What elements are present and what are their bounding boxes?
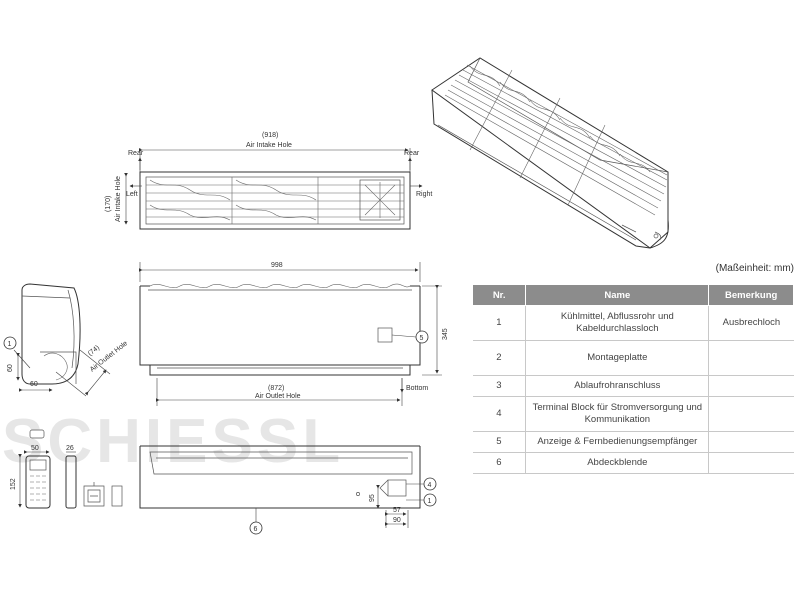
top-depth-label: Air Intake Hole [115, 176, 122, 222]
side-view: 1 60 60 (74) Air Outlet Hole [3, 283, 129, 397]
unit-note: (Maßeinheit: mm) [715, 263, 794, 274]
top-rear-left: Rear [128, 150, 144, 157]
top-left: Left [126, 191, 138, 198]
top-rear-right: Rear [404, 150, 420, 157]
row-remark [708, 452, 794, 474]
front-bottom-label: Bottom [406, 385, 428, 392]
side-width-dim: 60 [30, 381, 38, 388]
remote-depth-dim: 26 [66, 445, 74, 452]
table-row: 3 Ablaufrohranschluss [472, 375, 794, 397]
bottom-dim-b: 57 [393, 507, 401, 514]
top-width-label: Air Intake Hole [246, 142, 292, 149]
row-nr: 6 [472, 452, 526, 474]
front-outlet-label: Air Outlet Hole [255, 393, 301, 400]
front-height-dim: 345 [442, 328, 449, 340]
side-callout-1: 1 [8, 341, 12, 348]
bottom-dim-a: 95 [369, 494, 376, 502]
table-header-row: Nr. Name Bemerkung [471, 284, 794, 306]
bottom-dim-c: 90 [393, 517, 401, 524]
row-name: Kühlmittel, Abflussrohr und Kabeldurchla… [525, 305, 710, 341]
table-row: 2 Montageplatte [472, 340, 794, 376]
row-nr: 1 [472, 305, 526, 341]
row-nr: 2 [472, 340, 526, 376]
row-name: Ablaufrohranschluss [525, 375, 710, 397]
row-remark: Ausbrechloch [708, 305, 794, 341]
row-remark [708, 431, 794, 453]
bottom-callout-1: 1 [428, 498, 432, 505]
row-name: Abdeckblende [525, 452, 710, 474]
watermark: SCHIESSL [2, 407, 344, 476]
row-name: Anzeige & Fernbedienungsempfänger [525, 431, 710, 453]
header-nr: Nr. [471, 284, 527, 306]
row-nr: 4 [472, 396, 526, 432]
header-remark: Bemerkung [708, 284, 794, 306]
row-nr: 5 [472, 431, 526, 453]
parts-table: Nr. Name Bemerkung 1 Kühlmittel, Abfluss… [471, 284, 794, 474]
row-name: Terminal Block für Stromversorgung und K… [525, 396, 710, 432]
bottom-view: 4 1 6 95 57 90 [139, 445, 437, 535]
top-view: (918) Air Intake Hole (170) Air Intake H… [105, 132, 432, 230]
header-name: Name [525, 284, 710, 306]
row-remark [708, 396, 794, 432]
front-outlet-dim: (872) [268, 385, 284, 392]
remote-height-dim: 152 [10, 478, 17, 490]
remote-control: 50 152 26 [10, 429, 123, 509]
table-row: 1 Kühlmittel, Abflussrohr und Kabeldurch… [472, 305, 794, 341]
row-remark [708, 340, 794, 376]
remote-width-dim: 50 [31, 445, 39, 452]
row-name: Montageplatte [525, 340, 710, 376]
top-right: Right [416, 191, 432, 198]
row-remark [708, 375, 794, 397]
callout-6: 6 [254, 526, 258, 533]
table-row: 4 Terminal Block für Stromversorgung und… [472, 396, 794, 432]
perspective-view [431, 57, 669, 249]
table-row: 6 Abdeckblende [472, 452, 794, 474]
callout-5: 5 [420, 335, 424, 342]
top-depth-dim: (170) [105, 196, 112, 212]
front-view: 998 345 (872) Air Outlet Hole Bottom 5 [139, 262, 449, 406]
side-outlet-dim: (74) [87, 344, 101, 357]
table-row: 5 Anzeige & Fernbedienungsempfänger [472, 431, 794, 453]
front-width-dim: 998 [271, 262, 283, 269]
callout-4: 4 [428, 482, 432, 489]
row-nr: 3 [472, 375, 526, 397]
top-width-dim: (918) [262, 132, 278, 139]
side-height-dim: 60 [7, 364, 14, 372]
